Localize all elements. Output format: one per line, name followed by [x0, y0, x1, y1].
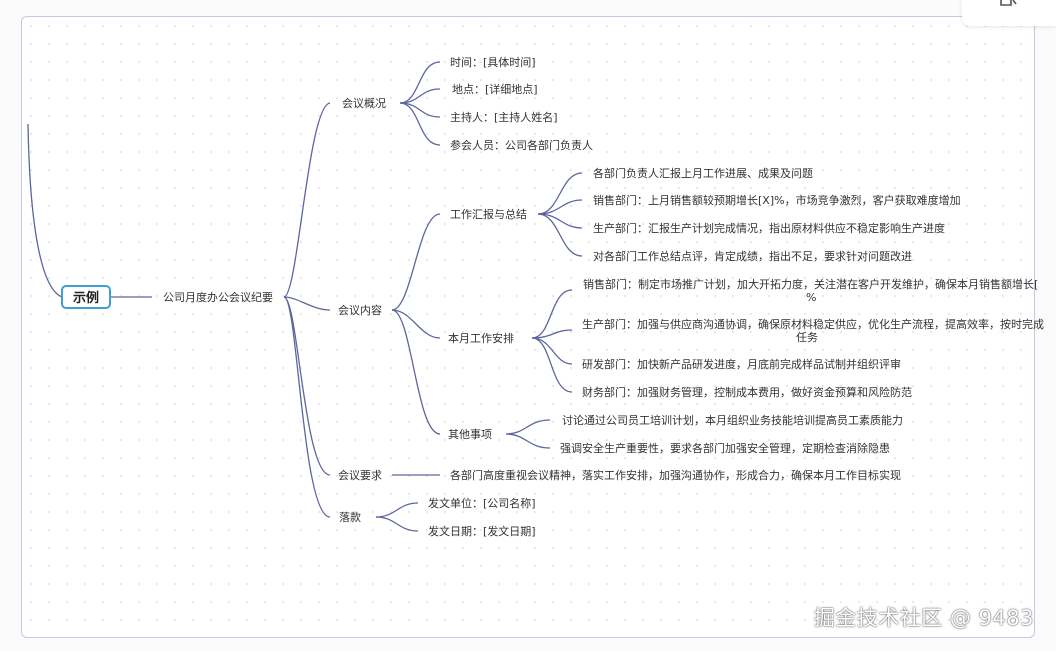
- overview-item[interactable]: 主持人：[主持人姓名]: [450, 110, 558, 124]
- content-topic[interactable]: 会议内容: [338, 303, 382, 317]
- mindmap-canvas[interactable]: [21, 16, 1035, 638]
- plan-topic[interactable]: 本月工作安排: [448, 331, 514, 345]
- signoff-topic[interactable]: 落款: [339, 510, 361, 524]
- topic-labels: 公司月度办公会议纪要 会议概况 时间：[具体时间] 地点：[详细地点] 主持人：…: [163, 55, 1044, 538]
- signoff-item[interactable]: 发文日期：[发文日期]: [428, 524, 536, 538]
- overview-item[interactable]: 地点：[详细地点]: [452, 82, 538, 96]
- plan-item[interactable]: 生产部门：加强与供应商沟通协调，确保原材料稳定供应，优化生产流程，提高效率，按时…: [582, 317, 1044, 331]
- watermark: 掘金技术社区 @ 9483: [813, 606, 1034, 630]
- overview-item[interactable]: 时间：[具体时间]: [450, 55, 536, 69]
- plan-item-continued[interactable]: %: [806, 291, 816, 304]
- requirements-topic[interactable]: 会议要求: [338, 469, 382, 482]
- root-node[interactable]: 示例: [61, 285, 111, 309]
- other-topic[interactable]: 其他事项: [448, 428, 492, 441]
- report-item[interactable]: 各部门负责人汇报上月工作进展、成果及问题: [593, 166, 813, 180]
- other-item[interactable]: 讨论通过公司员工培训计划，本月组织业务技能培训提高员工素质能力: [562, 413, 903, 427]
- toolbar-corner-panel[interactable]: [962, 0, 1056, 26]
- requirements-item[interactable]: 各部门高度重视会议精神，落实工作安排，加强沟通协作，形成合力，确保本月工作目标实…: [450, 468, 901, 482]
- report-item[interactable]: 对各部门工作总结点评，肯定成绩，指出不足，要求针对问题改进: [593, 249, 912, 263]
- overview-item[interactable]: 参会人员：公司各部门负责人: [450, 138, 593, 152]
- title-topic[interactable]: 公司月度办公会议纪要: [163, 290, 273, 304]
- plan-item[interactable]: 研发部门：加快新产品研发进度，月底前完成样品试制并组织评审: [582, 357, 901, 371]
- report-item[interactable]: 生产部门：汇报生产计划完成情况，指出原材料供应不稳定影响生产进度: [593, 221, 945, 235]
- overview-topic[interactable]: 会议概况: [342, 97, 386, 110]
- edit-icon[interactable]: [998, 0, 1020, 8]
- signoff-item[interactable]: 发文单位：[公司名称]: [428, 496, 536, 510]
- plan-item[interactable]: 销售部门：制定市场推广计划，加大开拓力度，关注潜在客户开发维护，确保本月销售额增…: [583, 277, 1038, 291]
- report-item[interactable]: 销售部门：上月销售额较预期增长[X]%，市场竞争激烈，客户获取难度增加: [593, 193, 961, 207]
- other-item[interactable]: 强调安全生产重要性，要求各部门加强安全管理，定期检查消除隐患: [560, 441, 890, 455]
- plan-item-continued[interactable]: 任务: [796, 331, 818, 344]
- root-label: 示例: [73, 290, 99, 306]
- plan-item[interactable]: 财务部门：加强财务管理，控制成本费用，做好资金预算和风险防范: [582, 385, 912, 399]
- connector-lines: [27, 61, 583, 532]
- report-topic[interactable]: 工作汇报与总结: [450, 207, 527, 221]
